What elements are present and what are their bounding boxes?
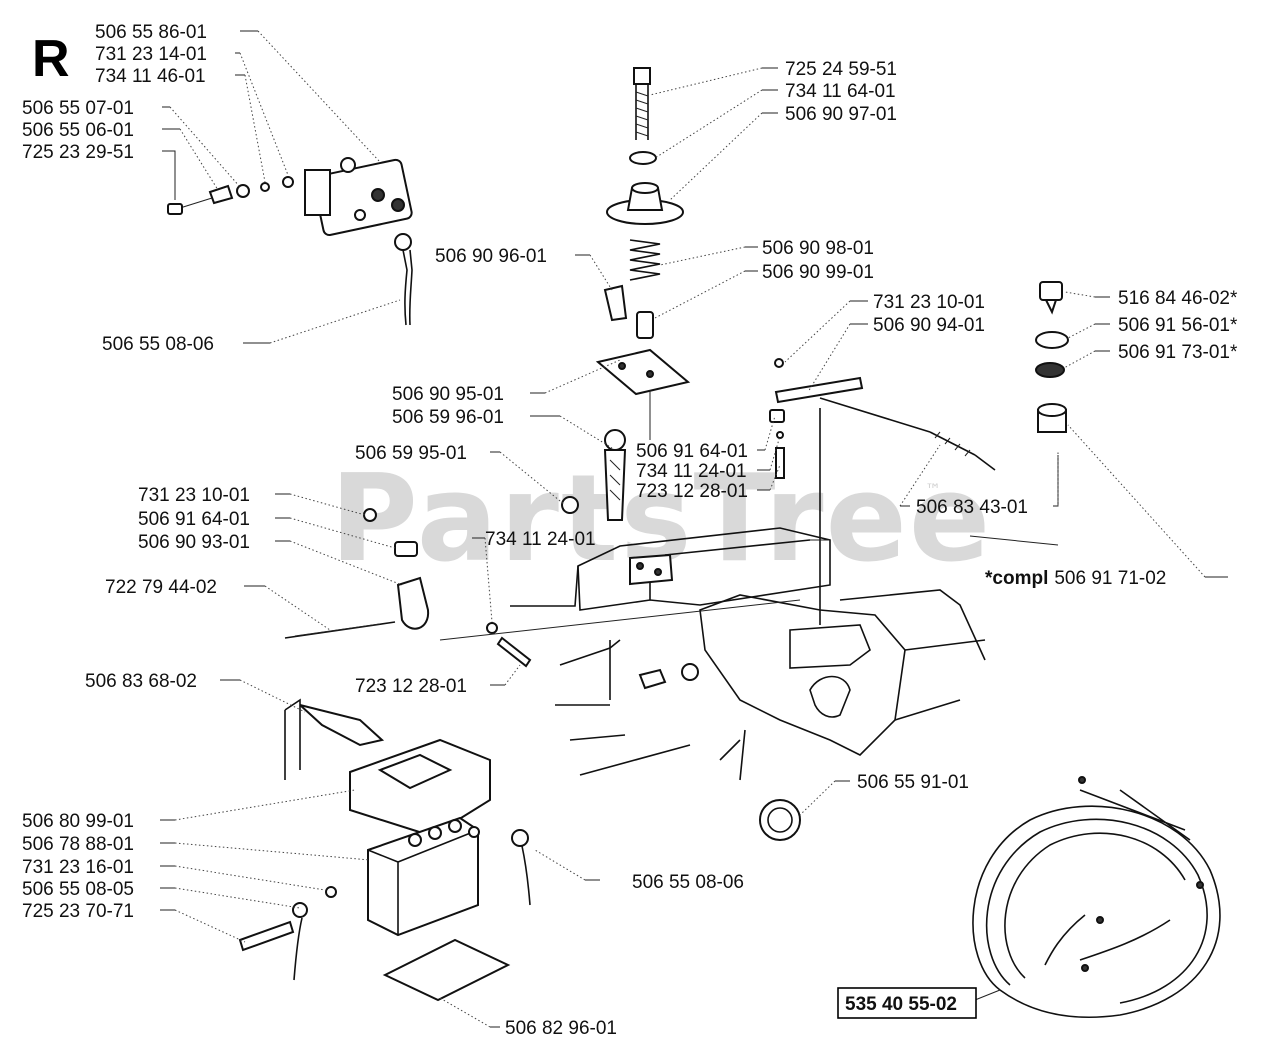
part-label: 506 59 96-01	[392, 407, 504, 428]
part-label: 725 23 29-51	[22, 142, 134, 163]
part-label: 506 90 93-01	[138, 532, 250, 553]
solenoid-assembly	[167, 157, 413, 326]
part-label: 506 55 07-01	[22, 98, 134, 119]
rod-assembly	[769, 358, 996, 625]
control-stack	[561, 67, 691, 586]
part-label: 506 83 68-02	[85, 671, 197, 692]
part-label: 506 82 96-01	[505, 1018, 617, 1039]
part-label: 725 24 59-51	[785, 59, 897, 80]
part-label: 506 83 43-01	[916, 497, 1028, 518]
compl-prefix: *compl	[985, 568, 1048, 589]
part-label: 506 90 99-01	[762, 262, 874, 283]
part-label: 506 90 95-01	[392, 384, 504, 405]
part-label: 516 84 46-02*	[1118, 288, 1238, 309]
part-label: 506 55 91-01	[857, 772, 969, 793]
part-label: 506 78 88-01	[22, 834, 134, 855]
kit-label: 535 40 55-02	[845, 994, 957, 1015]
part-label: 723 12 28-01	[355, 676, 467, 697]
leader-lines	[160, 30, 1228, 1028]
part-labels: 506 55 86-01 731 23 14-01 734 11 46-01 5…	[22, 22, 1238, 1039]
compl-label: *compl 506 91 71-02	[985, 568, 1166, 589]
machine-frame	[510, 527, 986, 781]
part-label: 506 90 94-01	[873, 315, 985, 336]
section-letter: R	[32, 30, 70, 88]
part-label: 506 90 96-01	[435, 246, 547, 267]
ignition-switch	[1035, 281, 1069, 433]
part-label: 506 91 64-01	[636, 441, 748, 462]
part-label: 722 79 44-02	[105, 577, 217, 598]
part-label: 734 11 64-01	[785, 81, 896, 102]
part-label: 506 55 08-06	[632, 872, 744, 893]
part-label: 506 91 56-01*	[1118, 315, 1238, 336]
part-label: 734 11 46-01	[95, 66, 206, 87]
part-label: 506 90 97-01	[785, 104, 897, 125]
watermark-trademark: ™	[925, 480, 941, 499]
part-label: 734 11 24-01	[485, 529, 596, 550]
part-label: 731 23 10-01	[873, 292, 985, 313]
part-label: 506 91 64-01	[138, 509, 250, 530]
part-label: 723 12 28-01	[636, 481, 748, 502]
part-label: 731 23 16-01	[22, 857, 134, 878]
part-label: 506 55 08-06	[102, 334, 214, 355]
wiring-harness	[972, 776, 1221, 1018]
part-label: 734 11 24-01	[636, 461, 747, 482]
part-label: 731 23 10-01	[138, 485, 250, 506]
part-label: 506 90 98-01	[762, 238, 874, 259]
kit-label-box	[837, 987, 977, 1019]
part-label: 506 55 08-05	[22, 879, 134, 900]
part-label: 506 55 06-01	[22, 120, 134, 141]
part-label: 506 80 99-01	[22, 811, 134, 832]
part-label: 725 23 70-71	[22, 901, 134, 922]
gear-part	[759, 799, 801, 841]
part-label: 731 23 14-01	[95, 44, 207, 65]
part-label: 506 55 86-01	[95, 22, 207, 43]
linkage-parts	[284, 508, 699, 690]
compl-number: 506 91 71-02	[1054, 568, 1166, 589]
battery-assembly	[238, 698, 531, 1002]
part-label: 506 91 73-01*	[1118, 342, 1238, 363]
part-label: 506 59 95-01	[355, 443, 467, 464]
